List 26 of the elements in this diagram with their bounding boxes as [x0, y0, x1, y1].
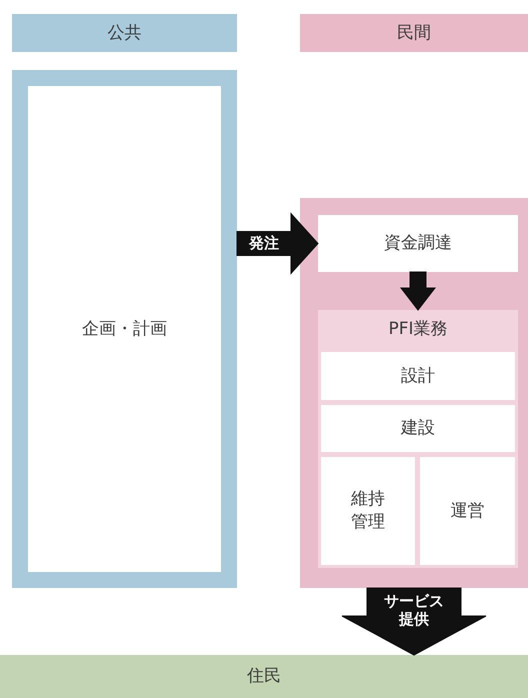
box-label: PFI業務	[388, 318, 448, 341]
box-label: 維持管理	[350, 488, 386, 534]
header-band	[300, 14, 528, 52]
frame-box	[12, 70, 237, 588]
block-arrow	[342, 588, 486, 656]
process-box	[321, 352, 515, 400]
block-arrow	[236, 212, 319, 275]
box-label: 建設	[401, 417, 435, 440]
band	[0, 655, 528, 698]
edge-label: サービス提供	[383, 592, 445, 628]
box-label: 設計	[401, 364, 435, 388]
frame-box	[300, 198, 528, 588]
box-label: 公共	[108, 22, 142, 44]
header-band	[12, 14, 237, 52]
box-label: 企画・計画	[82, 318, 167, 340]
block-arrow	[400, 272, 436, 311]
box-label: 資金調達	[384, 232, 452, 255]
process-box	[321, 405, 515, 452]
edge-label: 発注	[248, 234, 280, 252]
process-box	[321, 457, 415, 565]
process-box	[420, 457, 515, 565]
group-box	[318, 310, 518, 568]
process-box	[318, 215, 518, 272]
box-label: 民間	[397, 22, 431, 44]
box-label: 住民	[247, 665, 281, 688]
box-label: 運営	[450, 500, 484, 522]
